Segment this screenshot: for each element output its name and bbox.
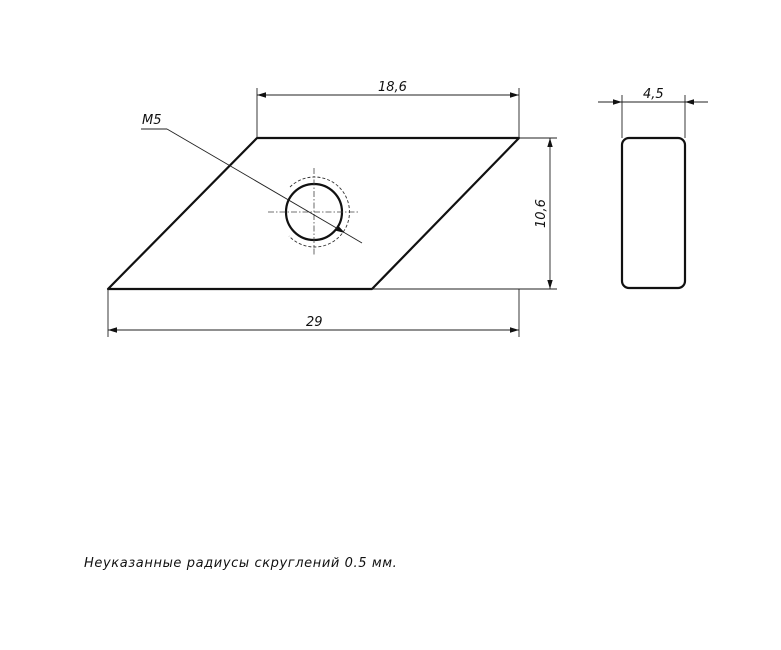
dimension-height-label: 10,6	[534, 199, 549, 228]
plate-outline	[106, 136, 521, 291]
dimension-thickness: 4,5	[598, 87, 708, 138]
thread-leader: M5	[141, 113, 363, 244]
dimension-top-width: 18,6	[256, 80, 520, 138]
thread-label: M5	[142, 113, 162, 128]
dimension-thickness-label: 4,5	[643, 87, 664, 102]
dimension-bottom-width-label: 29	[306, 315, 323, 330]
thread-arc	[288, 176, 350, 248]
side-outline	[620, 136, 687, 290]
dimension-height: 10,6	[372, 137, 557, 290]
front-view: M5 18,6 10,6 29	[106, 80, 557, 337]
side-view: 4,5	[598, 87, 708, 290]
dimension-bottom-width: 29	[107, 289, 520, 337]
drawing-note: Неуказанные радиусы скруглений 0.5 мм.	[84, 556, 397, 571]
threaded-hole	[268, 168, 360, 256]
dimension-top-width-label: 18,6	[378, 80, 407, 95]
